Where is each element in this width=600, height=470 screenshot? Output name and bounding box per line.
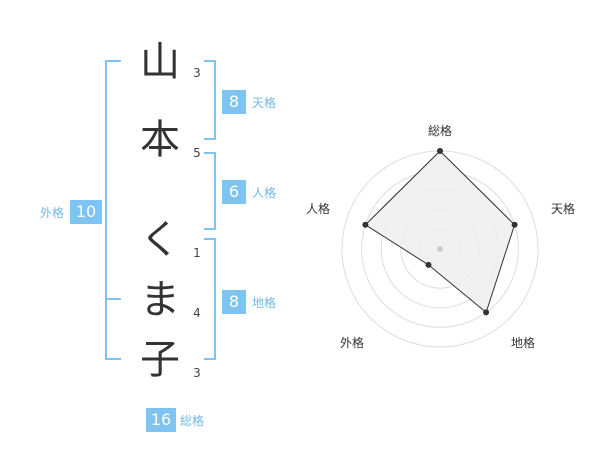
- radar-axis-label-jinkaku: 人格: [305, 202, 330, 216]
- radar-point-4: [362, 221, 369, 228]
- gaikaku-value: 10: [70, 200, 102, 224]
- chikaku-bracket: [204, 238, 216, 360]
- radar-point-2: [483, 309, 490, 316]
- radar-chart: [341, 148, 539, 348]
- tenkaku-bracket: [204, 60, 216, 140]
- gaikaku-bracket: [105, 60, 121, 360]
- soukaku-label: 総格: [180, 414, 205, 428]
- stroke-count-3: 1: [193, 246, 201, 260]
- name-char-1: 山: [140, 39, 180, 85]
- radar-axis-label-chikaku: 地格: [510, 336, 535, 350]
- radar-point-1: [511, 221, 518, 228]
- name-char-4: ま: [140, 277, 180, 323]
- tenkaku-value: 8: [222, 90, 246, 114]
- radar-center-dot: [437, 246, 443, 252]
- radar-axis-label-soukaku: 総格: [427, 124, 452, 138]
- chikaku-label: 地格: [252, 296, 277, 310]
- gaikaku-label: 外格: [40, 206, 65, 220]
- jinkaku-bracket: [204, 152, 216, 230]
- stroke-count-2: 5: [193, 146, 201, 160]
- name-char-3: く: [140, 217, 180, 263]
- jinkaku-label: 人格: [252, 186, 277, 200]
- radar-series-shape: [364, 150, 516, 314]
- stroke-count-4: 4: [193, 306, 201, 320]
- radar-point-0: [437, 148, 443, 154]
- stroke-count-5: 3: [193, 366, 201, 380]
- stroke-count-1: 3: [193, 66, 201, 80]
- radar-axis-label-gaikaku: 外格: [339, 336, 364, 350]
- name-char-5: 子: [140, 337, 180, 383]
- jinkaku-value: 6: [222, 180, 246, 204]
- gaikaku-bracket-tick: [105, 298, 121, 300]
- radar-point-3: [425, 261, 432, 268]
- chikaku-value: 8: [222, 290, 246, 314]
- soukaku-value: 16: [146, 408, 176, 432]
- tenkaku-label: 天格: [252, 96, 277, 110]
- radar-axis-label-tenkaku: 天格: [550, 202, 575, 216]
- name-char-2: 本: [140, 117, 180, 163]
